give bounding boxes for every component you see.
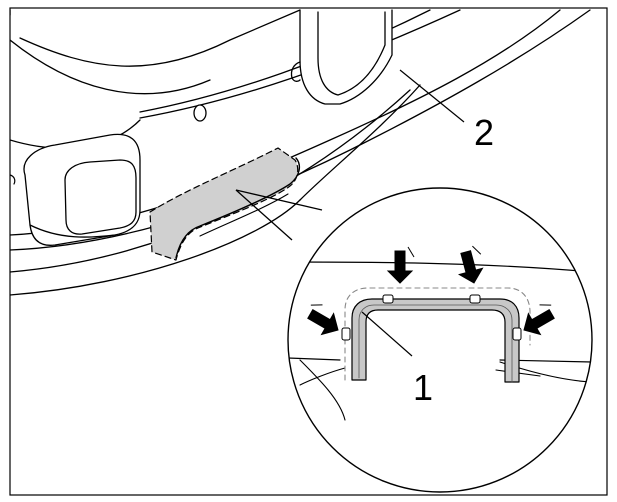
detail-magnifier: 1 xyxy=(287,187,593,493)
magnifier-leader-lines xyxy=(235,189,323,241)
mounting-hole xyxy=(193,104,207,122)
detail-clips xyxy=(341,294,522,341)
arrow-right-left-side xyxy=(307,304,339,336)
detail-dashed-outline xyxy=(344,287,531,381)
callout-2-leader xyxy=(399,69,465,123)
clip-arrows xyxy=(307,245,555,336)
arrow-left-right-side xyxy=(523,304,555,336)
edge-mark xyxy=(10,174,16,185)
rear-lamp-left xyxy=(23,133,141,246)
callout-1-label: 1 xyxy=(413,367,433,408)
highlighted-trim-area xyxy=(149,147,299,261)
callout-1-leader xyxy=(361,311,413,357)
rear-lamp-right xyxy=(290,9,393,105)
arrow-down-right xyxy=(458,245,484,284)
arrow-down-left xyxy=(386,246,415,284)
callout-2-label: 2 xyxy=(474,112,494,153)
detail-seal-strip xyxy=(351,298,520,383)
